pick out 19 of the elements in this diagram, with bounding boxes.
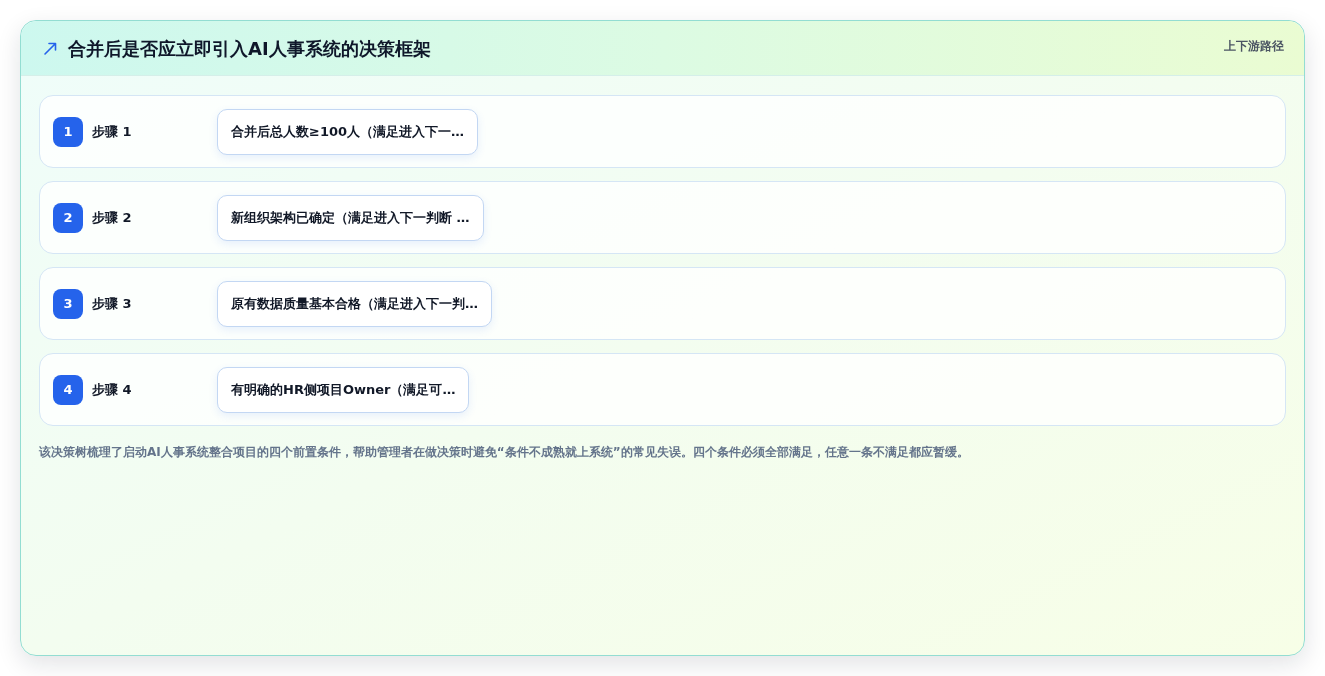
caption-note: 该决策树梳理了启动AI人事系统整合项目的四个前置条件，帮助管理者在做决策时避免“条件不成熟就上系统”的常见失误。四个条件必须全部满足，任意一条不满足都应暂缓。: [39, 444, 970, 461]
condition-card: 原有数据质量基本合格（满足进入下一判…: [217, 280, 492, 327]
step-number: 3: [53, 288, 83, 319]
step-number: 2: [53, 202, 83, 233]
step-number: 4: [53, 374, 83, 405]
step-row: [39, 267, 1286, 340]
condition-card: 新组织架构已确定（满足进入下一判断 …: [217, 194, 484, 241]
step-row: [39, 353, 1286, 426]
step-number: 1: [53, 116, 83, 147]
path-label: 上下游路径: [1224, 38, 1284, 55]
step-label: 步骤 3: [92, 294, 132, 313]
step-label: 步骤 2: [92, 208, 132, 227]
step-row: [39, 181, 1286, 254]
step-label: 步骤 4: [92, 380, 132, 399]
diagram-title: 合并后是否应立即引入AI人事系统的决策框架: [68, 36, 431, 61]
condition-card: 有明确的HR侧项目Owner（满足可…: [217, 366, 470, 413]
step-label: 步骤 1: [92, 122, 132, 141]
step-row: [39, 95, 1286, 168]
condition-card: 合并后总人数≥100人（满足进入下一…: [217, 108, 479, 155]
